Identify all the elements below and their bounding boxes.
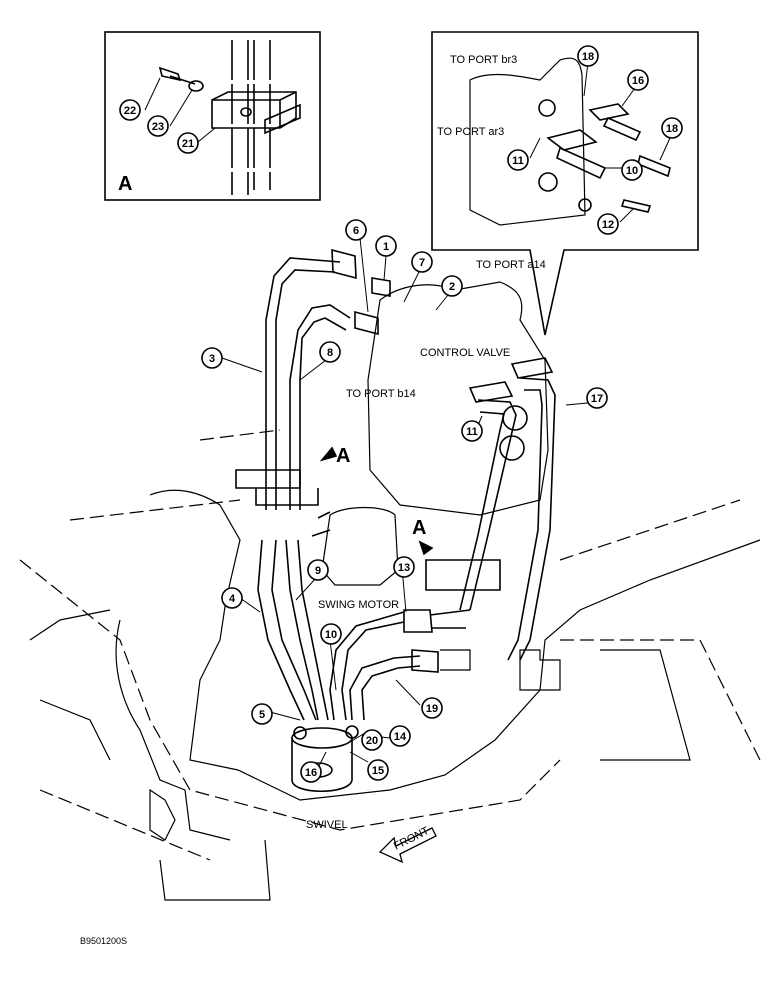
callout-17 [300, 761, 322, 783]
callout-2-text: 2 [449, 281, 455, 293]
inset-port-frame [431, 31, 699, 336]
callout-15-text: 14 [394, 731, 407, 743]
label-to-port-b14: TO PORT b14 [346, 388, 416, 400]
callout-18-inset [627, 69, 649, 91]
callout-21-text: 19 [426, 703, 438, 715]
callout-22-text: 20 [366, 735, 378, 747]
leader-lines [144, 61, 671, 769]
tube-11 [459, 381, 517, 611]
callout-1-text: 1 [383, 241, 389, 253]
callout-10-text: 10 [325, 629, 337, 641]
callout-24-text: 22 [124, 105, 136, 117]
view-a-arrow-upper [319, 446, 338, 462]
hose-21 [349, 649, 439, 721]
callout-numbers: 22 23 21 18 16 18 11 10 12 1 6 7 2 3 8 1… [124, 51, 678, 779]
callout-20-text: 18 [666, 123, 678, 135]
tube-fittings [331, 248, 391, 336]
callout-18 [586, 387, 608, 409]
callout-23 [177, 132, 199, 154]
callout-1 [375, 235, 397, 257]
callout-14-text: 13 [398, 562, 410, 574]
view-a-arrow-lower [418, 540, 434, 556]
callout-4 [221, 587, 243, 609]
tube-8 [289, 304, 351, 510]
callout-11-text: 11 [466, 426, 478, 438]
callout-16 [367, 759, 389, 781]
hose-9 [285, 539, 329, 721]
callout-circles [119, 45, 683, 783]
callout-10 [320, 623, 342, 645]
callout-5-text: 5 [259, 709, 265, 721]
callout-25 [147, 115, 169, 137]
label-to-port-br3: TO PORT br3 [450, 54, 517, 66]
callout-13 [597, 213, 619, 235]
callout-19 [577, 45, 599, 67]
callout-9-text: 9 [315, 565, 321, 577]
tube-18 [507, 357, 556, 661]
right-clamp [425, 559, 501, 591]
hose-10 [329, 611, 405, 721]
hose-4 [257, 539, 317, 721]
frame-outline [19, 429, 761, 861]
front-arrow [378, 827, 437, 864]
callout-14 [393, 556, 415, 578]
callout-25-text: 23 [152, 121, 164, 133]
document-code: B9501200S [80, 936, 127, 946]
callout-9 [307, 559, 329, 581]
callout-11-inset [621, 159, 643, 181]
view-a-label-lower: A [412, 517, 426, 539]
callout-16-text: 15 [372, 765, 384, 777]
callout-7-text: 7 [419, 257, 425, 269]
callout-4-text: 4 [229, 593, 236, 605]
inset-a-frame [104, 31, 321, 201]
label-to-port-a14: TO PORT a14 [476, 259, 546, 271]
callout-6 [345, 219, 367, 241]
callout-20 [661, 117, 683, 139]
frame-structure [29, 489, 761, 901]
callout-6-text: 6 [353, 225, 359, 237]
callout-7 [411, 251, 433, 273]
view-a-label-upper: A [336, 445, 350, 467]
swivel [291, 725, 359, 793]
callout-8-text: 8 [327, 347, 333, 359]
callout-13-text: 12 [602, 219, 614, 231]
label-swing-motor: SWING MOTOR [318, 599, 399, 611]
inset-a-letter: A [118, 173, 132, 195]
label-swivel: SWIVEL [306, 819, 348, 831]
callout-3 [201, 347, 223, 369]
callout-3-text: 3 [209, 353, 215, 365]
inset-control-valve-body [469, 57, 592, 226]
callout-8 [319, 341, 341, 363]
hose-14 [403, 609, 471, 633]
swing-motor [311, 506, 399, 586]
callout-18-text: 17 [591, 393, 603, 405]
callout-15 [389, 725, 411, 747]
callout-12-text: 11 [512, 155, 524, 167]
callout-2 [441, 275, 463, 297]
label-control-valve: CONTROL VALVE [420, 347, 510, 359]
callout-21 [421, 697, 443, 719]
callout-19-text: 18 [582, 51, 594, 63]
callout-18-inset-text: 16 [632, 75, 644, 87]
callout-5 [251, 703, 273, 725]
tube-3 [265, 257, 341, 510]
callout-24 [119, 99, 141, 121]
callout-11 [461, 420, 483, 442]
callout-22 [361, 729, 383, 751]
tube-clamp [235, 469, 319, 506]
callout-12 [507, 149, 529, 171]
label-to-port-ar3: TO PORT ar3 [437, 126, 504, 138]
callout-23-text: 21 [182, 138, 194, 150]
callout-17-text: 16 [305, 767, 317, 779]
inset-flanges [546, 103, 671, 213]
callout-11-inset-text: 10 [626, 165, 638, 177]
inset-a-clamp [158, 40, 301, 195]
